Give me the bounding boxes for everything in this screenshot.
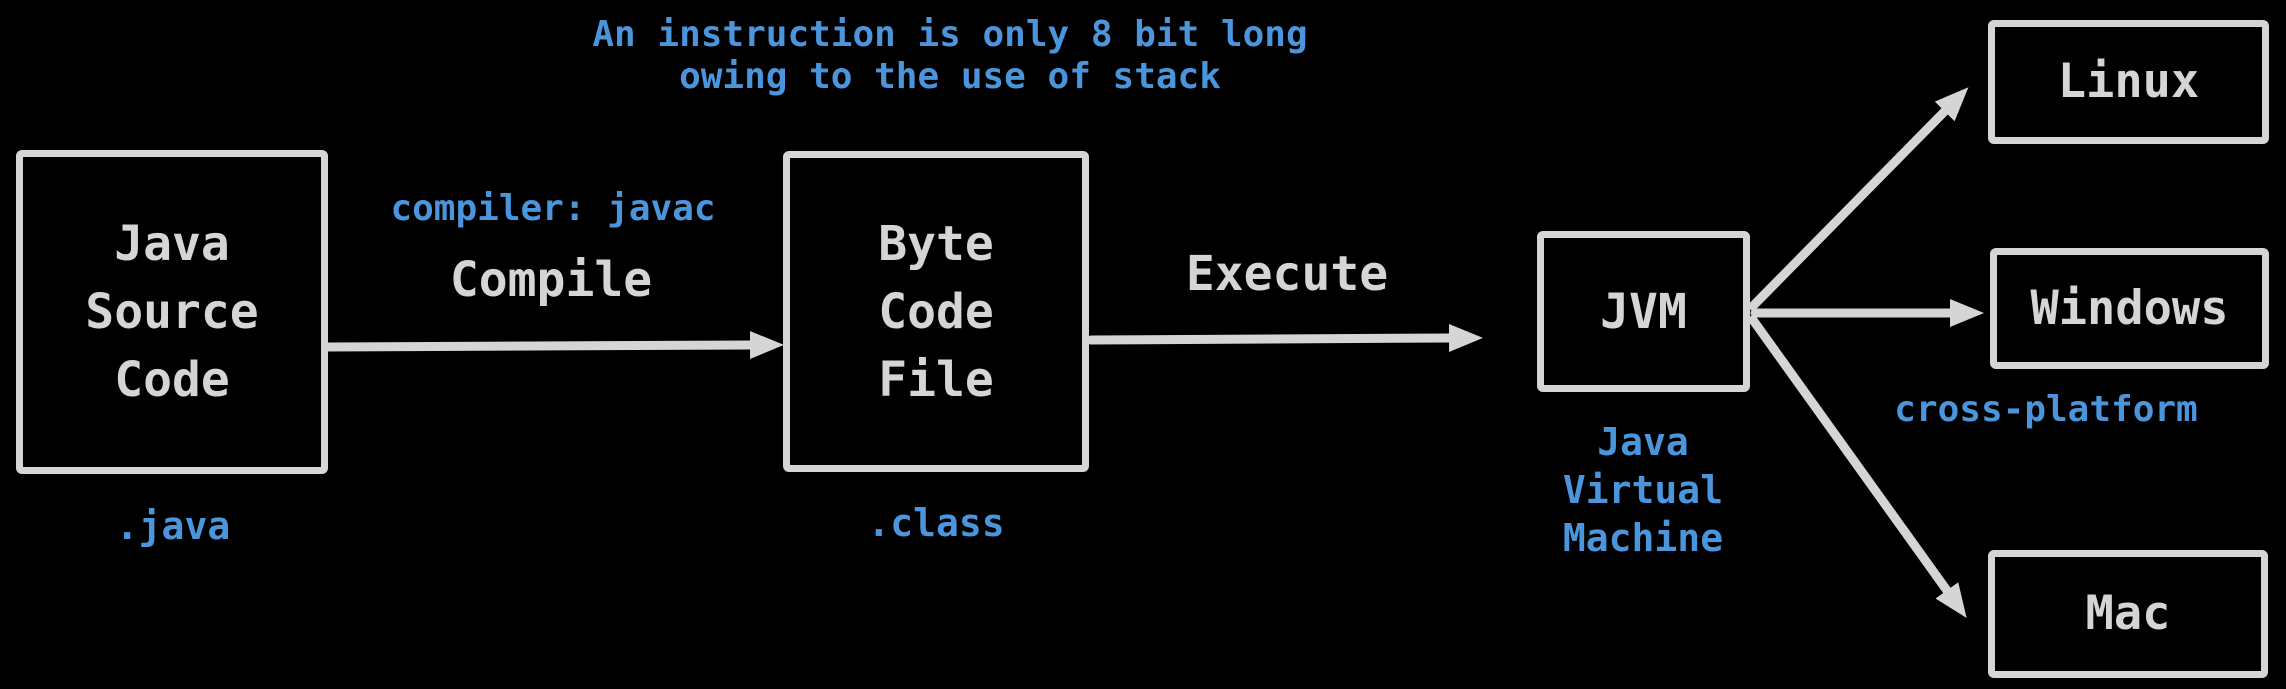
compiler-annotation: compiler: javac [390,188,716,229]
execute-label: Execute [1185,246,1389,302]
instruction-note-line1: An instruction is only 8 bit long [592,14,1308,55]
jvm-full-name-line1: Java [1597,420,1689,464]
mac-label: Mac [2085,586,2171,641]
compile-arrow [323,331,784,360]
instruction-note-line2: owing to the use of stack [679,56,1221,97]
jvm-full-name-label: Java Virtual Machine [1563,418,1723,562]
byte-code-file-label-line2: Code [878,283,994,340]
windows-label: Windows [2030,280,2229,336]
byte-code-file-label-line3: File [878,351,994,408]
class-file-extension-label: .class [867,501,1005,545]
java-file-extension-label: .java [115,504,231,548]
cross-platform-annotation: cross-platform [1894,389,2198,430]
execute-arrow [1086,324,1483,353]
byte-code-file-label-line1: Byte [878,215,994,272]
mac-node: Mac [1988,550,2268,678]
linux-label: Linux [2057,54,2200,109]
jvm-label: JVM [1600,283,1687,340]
jvm-to-linux-arrow [1748,87,1969,311]
linux-node: Linux [1988,20,2269,144]
jvm-full-name-line3: Machine [1562,516,1724,560]
java-source-code-label-line2: Source [85,284,259,340]
jvm-node: JVM [1537,231,1750,392]
instruction-note: An instruction is only 8 bit long owing … [592,14,1307,98]
jvm-to-mac-arrow [1748,315,1967,619]
compile-label: Compile [449,252,653,308]
windows-node: Windows [1990,248,2269,369]
byte-code-file-node: Byte Code File [783,151,1089,472]
java-source-code-node: Java Source Code [16,150,328,474]
java-source-code-label-line3: Code [114,352,230,408]
jvm-full-name-line2: Virtual [1562,468,1724,512]
java-source-code-label-line1: Java [114,216,230,272]
